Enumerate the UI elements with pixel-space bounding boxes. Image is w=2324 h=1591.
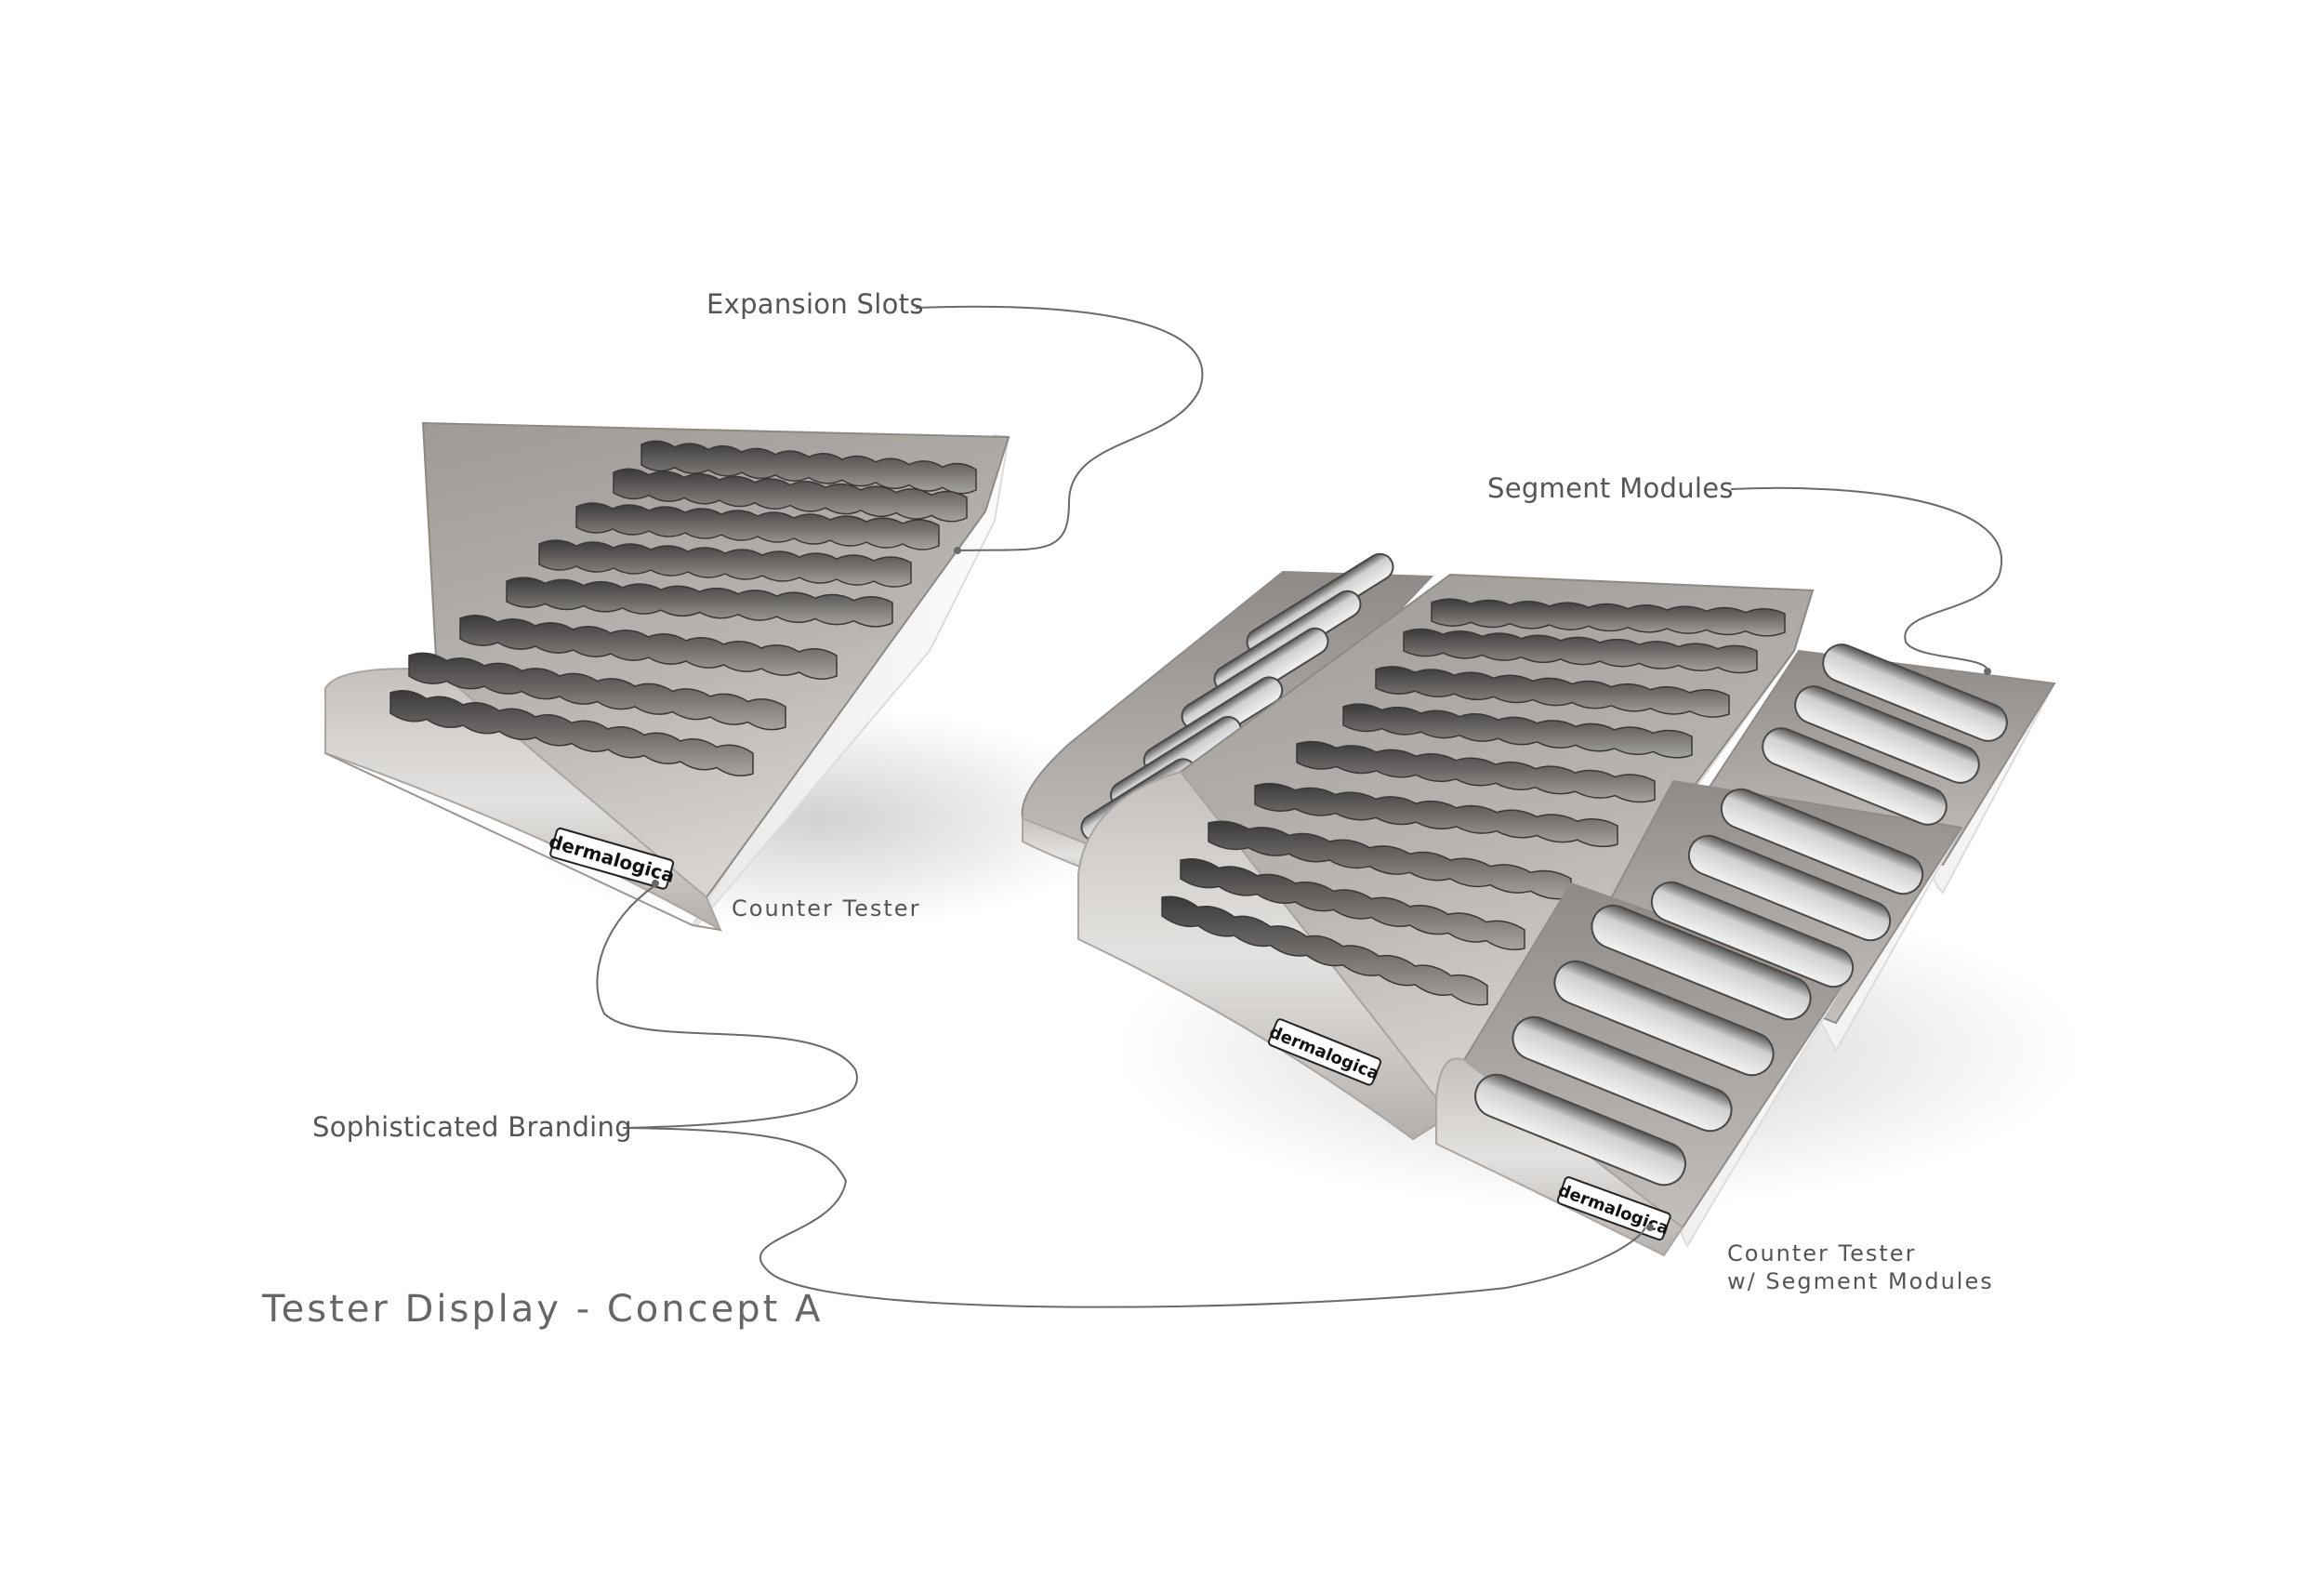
wavy-slot (575, 502, 940, 550)
caption-counter-tester-segment: Counter Tester w/ Segment Modules (1727, 1240, 1994, 1295)
wavy-slot (1375, 666, 1730, 718)
wavy-slot (613, 468, 968, 523)
callout-segment-modules: Segment Modules (1487, 472, 1734, 504)
center-tester-tray: dermalogica (1077, 573, 1815, 1141)
wavy-slot (1161, 895, 1488, 1006)
callout-sophisticated-branding: Sophisticated Branding (312, 1111, 632, 1143)
leader-dot (652, 880, 659, 887)
leader-branding-left (596, 884, 858, 1129)
wavy-slot (1296, 740, 1656, 803)
counter-tester-unit: dermalogica (324, 421, 1125, 933)
leader-lines (596, 305, 2002, 1308)
module-well (1762, 727, 1948, 826)
module-well (1794, 685, 1980, 784)
module-well (1553, 960, 1775, 1077)
leader-dot (1646, 1224, 1654, 1231)
tester-slot-rows (390, 440, 977, 776)
module-well (1474, 1073, 1686, 1187)
wavy-slot (1342, 703, 1693, 759)
wavy-slot (1180, 857, 1525, 951)
wavy-slot (1254, 782, 1618, 848)
leader-segment-modules (1730, 486, 2002, 672)
module-well (1512, 1015, 1733, 1133)
callout-expansion-slots: Expansion Slots (706, 288, 924, 320)
wavy-slot (390, 690, 754, 776)
caption-counter-tester: Counter Tester (732, 895, 921, 921)
counter-tester-with-modules-unit: dermalogica dermalogica (1021, 552, 2082, 1257)
module-well (1591, 904, 1812, 1021)
leader-expansion-slots (915, 305, 1204, 551)
caption-line-2: w/ Segment Modules (1727, 1268, 1994, 1294)
leader-branding-right (622, 1127, 1646, 1308)
wavy-slot (459, 615, 838, 680)
leader-dot (954, 547, 961, 554)
wavy-slot (640, 440, 977, 495)
module-well (1822, 643, 2008, 742)
module-well (1650, 881, 1855, 988)
module-well (1720, 788, 1924, 895)
wavy-slot (506, 577, 893, 628)
center-tray-front (1077, 770, 1452, 1141)
right-segment-modules: dermalogica (1435, 643, 2056, 1257)
leader-dot (1984, 668, 1991, 675)
caption-line-1: Counter Tester (1727, 1240, 1917, 1266)
module-well (1687, 834, 1892, 942)
wavy-slot (1431, 598, 1786, 637)
wavy-slot (538, 539, 912, 588)
page-title: Tester Display - Concept A (262, 1288, 824, 1331)
wavy-slot (1403, 628, 1758, 674)
wavy-slot (408, 652, 786, 731)
